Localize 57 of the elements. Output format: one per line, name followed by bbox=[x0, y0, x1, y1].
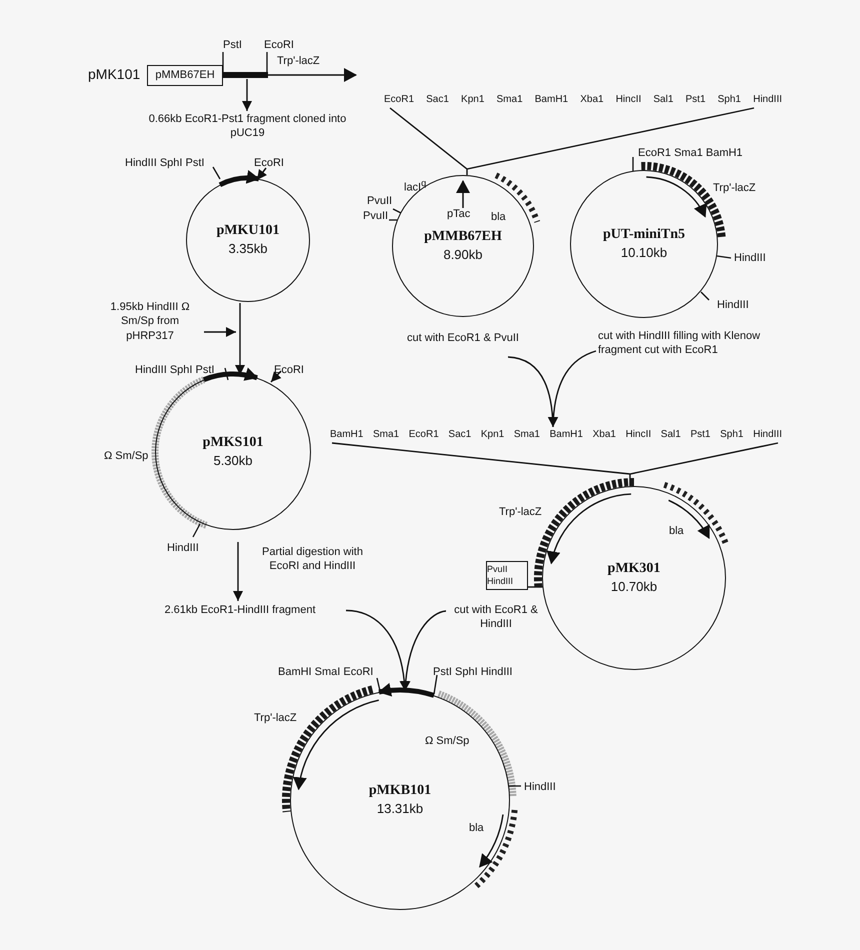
plasmid-name: pUT-miniTn5 bbox=[603, 226, 685, 244]
arrow bbox=[204, 327, 236, 337]
vector-box: pMMB67EH bbox=[147, 65, 223, 86]
step-text: cut with EcoR1 & PvuII bbox=[388, 331, 538, 346]
plasmid-size: 3.35kb bbox=[228, 240, 268, 258]
restriction-site-list: BamH1 Sma1 EcoR1 Sac1 Kpn1 Sma1 BamH1 Xba1 HincII Sal1 Pst1 Sph1 HindIII bbox=[330, 428, 782, 442]
map-label: Ω Sm/Sp bbox=[425, 734, 470, 748]
map-label: EcoRI bbox=[254, 156, 284, 170]
arrow bbox=[233, 542, 243, 601]
map-label: HindIII bbox=[717, 298, 749, 312]
plasmid-name: pMKB101 bbox=[368, 782, 432, 800]
map-label: HindIII SphI PstI bbox=[135, 363, 214, 378]
plasmid-name: pMMB67EH bbox=[424, 228, 502, 246]
map-label: PstI SphI HindIII bbox=[433, 665, 512, 680]
connector-line bbox=[528, 586, 542, 588]
map-label: pTac bbox=[447, 207, 470, 222]
map-label: PvuII bbox=[367, 194, 392, 208]
map-label: PvuII bbox=[363, 209, 388, 224]
map-label: HindIII SphI PstI bbox=[125, 156, 204, 170]
step-text: cut with HindIII filling with Klenow fragment cut with EcoR1 bbox=[598, 329, 778, 373]
plasmid-size: 10.10kb bbox=[620, 244, 668, 262]
map-label: Trp'-lacZ bbox=[499, 505, 542, 520]
arrow bbox=[235, 303, 245, 375]
step-text: 1.95kb HindIII Ω Sm/Sp from pHRP317 bbox=[98, 300, 202, 345]
map-label: lacI$^{q}$ bbox=[404, 178, 426, 195]
map-label: Trp'-lacZ bbox=[277, 54, 320, 68]
step-text: 0.66kb EcoR1-Pst1 fragment cloned into pUC19 bbox=[140, 112, 355, 142]
plasmid-name: pMK301 bbox=[608, 560, 660, 578]
connector-line bbox=[331, 442, 779, 487]
map-label: Trp'-lacZ bbox=[254, 711, 297, 726]
construct-name: pMK101 bbox=[88, 65, 140, 84]
map-label: EcoRI bbox=[274, 363, 304, 378]
map-label: HindIII bbox=[524, 780, 556, 794]
step-text: 2.61kb EcoR1-HindIII fragment bbox=[140, 603, 340, 618]
plasmid-size: 13.31kb bbox=[376, 800, 424, 818]
map-label: PstI bbox=[223, 38, 242, 52]
map-label: Ω Sm/Sp bbox=[104, 449, 148, 464]
plasmid-size: 10.70kb bbox=[610, 578, 658, 596]
arrow bbox=[548, 350, 596, 428]
map-label: EcoR1 Sma1 BamH1 bbox=[638, 146, 743, 160]
site-box: PvuII HindIII bbox=[486, 561, 528, 590]
plasmid-name: pMKS101 bbox=[202, 434, 264, 452]
map-label: bla bbox=[491, 210, 506, 224]
step-text: cut with EcoR1 & HindIII bbox=[448, 603, 544, 633]
map-label: bla bbox=[469, 821, 484, 836]
plasmid-size: 5.30kb bbox=[213, 452, 253, 470]
restriction-site-list: EcoR1 Sac1 Kpn1 Sma1 BamH1 Xba1 HincII Sal1 Pst1 Sph1 HindIII bbox=[384, 93, 782, 107]
plasmid-size: 8.90kb bbox=[443, 246, 483, 264]
connector-line bbox=[389, 107, 755, 176]
map-label: bla bbox=[669, 524, 684, 538]
map-label: EcoRI bbox=[264, 38, 294, 52]
map-label: Trp'-lacZ bbox=[713, 181, 756, 196]
map-label: BamHI SmaI EcoRI bbox=[278, 665, 374, 680]
map-label: HindIII bbox=[167, 541, 199, 556]
plasmid-name: pMKU101 bbox=[216, 222, 280, 240]
arrow bbox=[242, 79, 252, 111]
map-label: HindIII bbox=[734, 251, 766, 266]
